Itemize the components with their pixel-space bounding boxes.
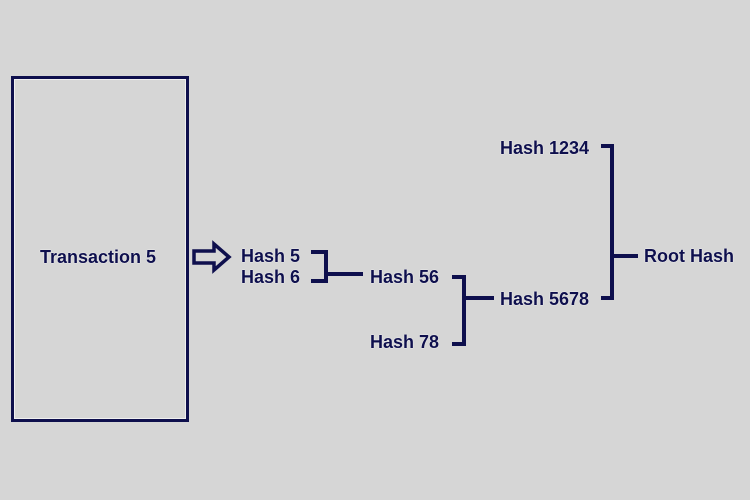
- node-hash5678: Hash 5678: [500, 289, 590, 309]
- bracket-root: [601, 144, 638, 300]
- arrow-right-icon: [192, 240, 232, 274]
- node-hash5: Hash 5: [241, 246, 301, 266]
- node-root-hash: Root Hash: [644, 246, 734, 266]
- node-hash1234: Hash 1234: [500, 138, 590, 158]
- node-hash78: Hash 78: [370, 332, 440, 352]
- bracket-hash56: [311, 250, 363, 283]
- transaction-label: Transaction 5: [40, 247, 157, 267]
- node-hash56: Hash 56: [370, 267, 440, 287]
- node-hash6: Hash 6: [241, 267, 301, 287]
- bracket-hash5678: [452, 275, 494, 346]
- transaction-box: [11, 76, 189, 422]
